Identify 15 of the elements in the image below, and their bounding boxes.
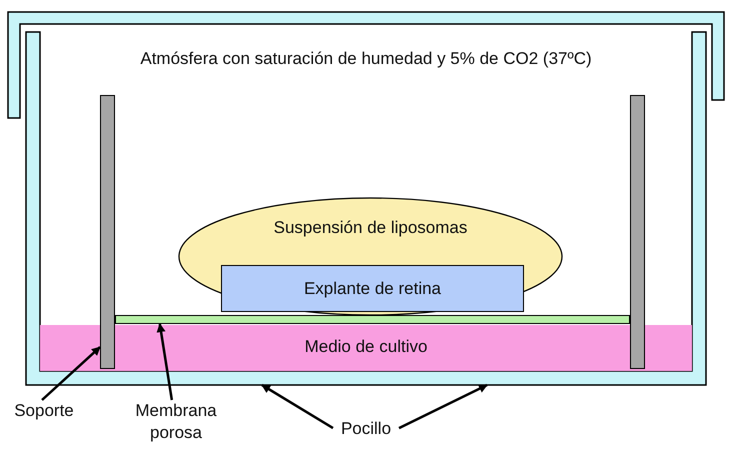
atmosphere-note: Atmósfera con saturación de humedad y 5% de CO2 (37ºC) xyxy=(139,48,593,70)
part-label: Membrana porosa xyxy=(134,400,218,444)
leader-arrow xyxy=(398,384,488,430)
leader-arrow xyxy=(261,384,334,430)
region-label: Suspensión de liposomas xyxy=(272,217,468,239)
porous-membrane xyxy=(115,315,630,324)
support-wall xyxy=(630,95,645,369)
leader-arrow xyxy=(41,346,101,401)
part-label: Soporte xyxy=(13,400,75,422)
culture-medium xyxy=(40,325,692,371)
support-wall xyxy=(100,95,115,369)
region-label: Explante de retina xyxy=(302,278,442,300)
retina-explant xyxy=(221,265,524,312)
part-label: Pocillo xyxy=(340,418,392,440)
region-label: Medio de cultivo xyxy=(304,336,428,358)
